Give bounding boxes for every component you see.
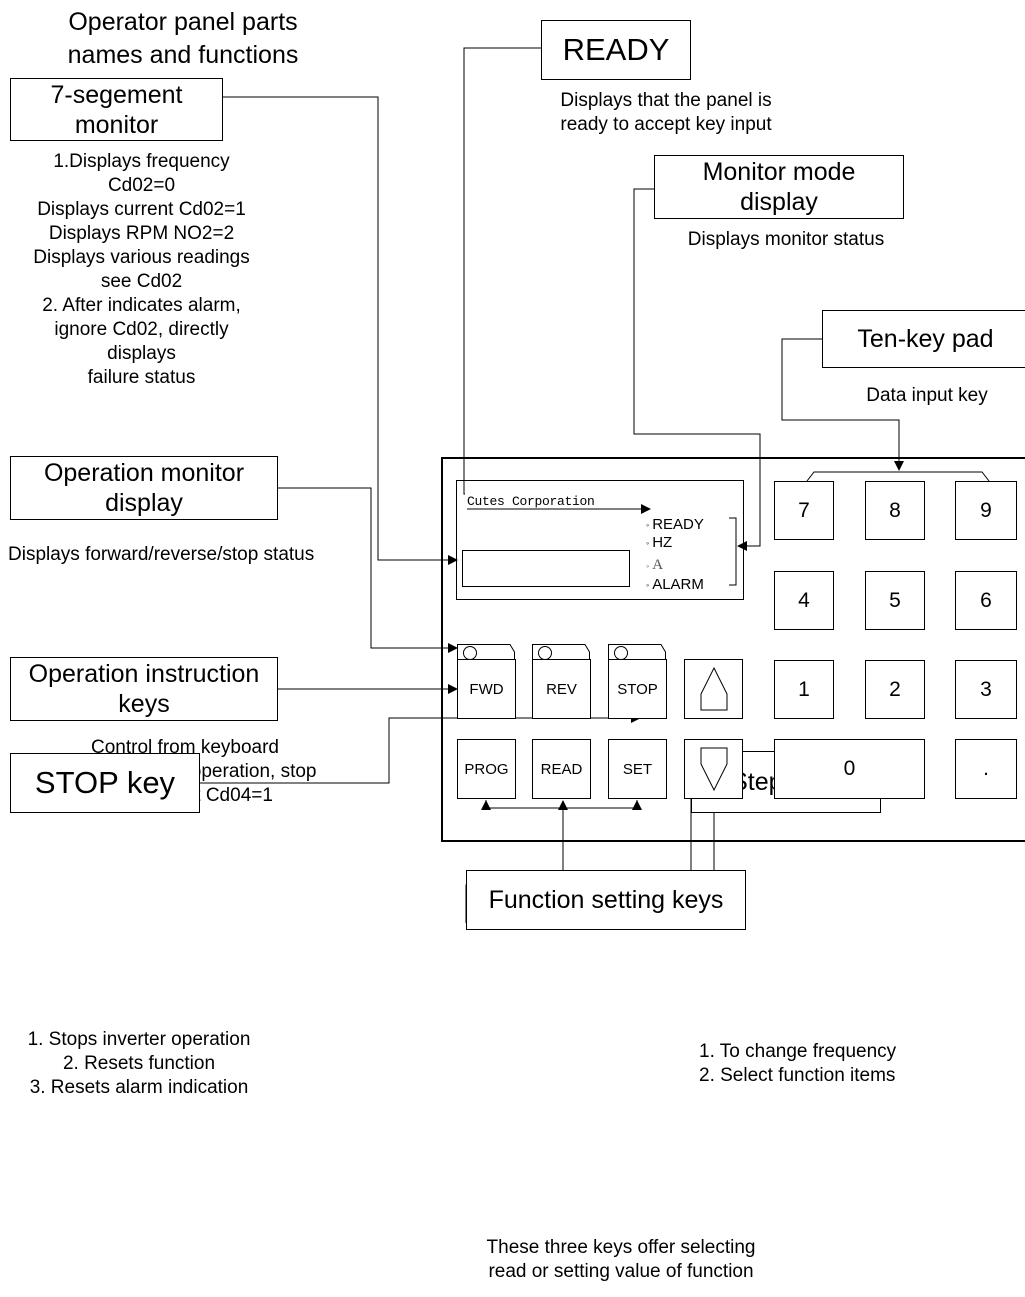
led-alarm: ◦ALARM xyxy=(646,576,704,594)
seven-segment-callout-label: 7-segement monitor xyxy=(50,80,183,139)
led-dot-icon: ◦ xyxy=(646,538,650,549)
function-setting-description: These three keys offer selecting read or… xyxy=(486,1237,756,1282)
read-key-label: READ xyxy=(540,760,583,778)
operation-monitor-callout-label: Operation monitor display xyxy=(43,459,245,517)
fwd-key-label: FWD xyxy=(457,659,516,719)
rev-key[interactable]: REV xyxy=(532,644,591,719)
stop-key-callout-label: STOP key xyxy=(34,765,176,800)
ten-key-description: Data input key xyxy=(866,385,988,406)
ready-callout-label: READY xyxy=(562,32,670,67)
stop-key-callout-box: STOP key xyxy=(10,753,200,813)
key-9-label: 9 xyxy=(980,498,992,522)
led-ready-label: READY xyxy=(652,516,704,533)
operation-instruction-callout-label: Operation instruction keys xyxy=(28,660,260,718)
prog-key[interactable]: PROG xyxy=(457,739,516,799)
operation-monitor-leader xyxy=(277,487,458,653)
prog-key-label: PROG xyxy=(464,760,509,778)
ready-description: Displays that the panel is ready to acce… xyxy=(560,90,772,135)
ten-key-callout-box: Ten-key pad xyxy=(822,310,1025,368)
step-keys-description: 1. To change frequency 2. Select functio… xyxy=(699,1041,897,1086)
key-3-label: 3 xyxy=(980,677,992,701)
key-8[interactable]: 8 xyxy=(865,481,925,540)
fwd-key[interactable]: FWD xyxy=(457,644,516,719)
read-key[interactable]: READ xyxy=(532,739,591,799)
stop-key-label: STOP xyxy=(608,659,667,719)
down-arrow-icon xyxy=(700,747,727,792)
monitor-mode-callout-label: Monitor mode display xyxy=(702,158,856,216)
step-down-key[interactable] xyxy=(684,739,743,799)
ten-key-callout-label: Ten-key pad xyxy=(857,325,994,353)
operation-monitor-callout-box: Operation monitor display xyxy=(10,456,278,520)
key-5[interactable]: 5 xyxy=(865,571,925,630)
stop-key[interactable]: STOP xyxy=(608,644,667,719)
led-dot-icon: ◦ xyxy=(646,580,650,591)
set-key[interactable]: SET xyxy=(608,739,667,799)
monitor-mode-description: Displays monitor status xyxy=(687,229,885,250)
seven-segment-description: 1.Displays frequency Cd02=0 Displays cur… xyxy=(33,151,250,388)
led-alarm-label: ALARM xyxy=(652,576,704,593)
step-up-key[interactable] xyxy=(684,659,743,719)
set-key-label: SET xyxy=(622,760,653,778)
operation-instruction-callout-box: Operation instruction keys xyxy=(10,657,278,721)
led-ready: ◦READY xyxy=(646,516,704,534)
key-7-label: 7 xyxy=(798,498,810,522)
up-arrow-icon xyxy=(700,666,727,711)
key-1-label: 1 xyxy=(798,677,810,701)
operation-monitor-description: Displays forward/reverse/stop status xyxy=(8,544,315,565)
led-hz-label: HZ xyxy=(652,534,673,551)
key-2[interactable]: 2 xyxy=(865,660,925,719)
key-2-label: 2 xyxy=(889,677,901,701)
rev-key-label: REV xyxy=(532,659,591,719)
key-6-label: 6 xyxy=(980,588,992,612)
key-0[interactable]: 0 xyxy=(774,739,925,799)
key-4[interactable]: 4 xyxy=(774,571,834,630)
key-8-label: 8 xyxy=(889,498,901,522)
page-title: Operator panel parts names and functions xyxy=(67,8,299,69)
key-dot[interactable]: . xyxy=(955,739,1017,799)
key-5-label: 5 xyxy=(889,588,901,612)
function-setting-callout-label: Function setting keys xyxy=(488,886,724,914)
seven-segment-monitor xyxy=(462,550,630,587)
monitor-mode-callout-box: Monitor mode display xyxy=(654,155,904,219)
company-name: Cutes Corporation xyxy=(467,494,595,509)
key-4-label: 4 xyxy=(798,588,810,612)
key-dot-label: . xyxy=(983,757,989,780)
led-dot-icon: ◦ xyxy=(646,560,650,571)
led-a-label: A xyxy=(652,557,664,573)
operation-monitor-display xyxy=(456,480,744,600)
key-7[interactable]: 7 xyxy=(774,481,834,540)
function-setting-callout-box: Function setting keys xyxy=(466,870,746,930)
key-0-label: 0 xyxy=(843,757,856,780)
key-9[interactable]: 9 xyxy=(955,481,1017,540)
ready-callout-box: READY xyxy=(541,20,691,80)
operator-panel xyxy=(441,457,1025,842)
key-1[interactable]: 1 xyxy=(774,660,834,719)
led-dot-icon: ◦ xyxy=(646,520,650,531)
seven-segment-callout-box: 7-segement monitor xyxy=(10,78,223,141)
led-hz: ◦HZ xyxy=(646,534,672,552)
key-6[interactable]: 6 xyxy=(955,571,1017,630)
stop-key-description: 1. Stops inverter operation 2. Resets fu… xyxy=(27,1029,251,1098)
led-a: ◦A xyxy=(646,556,663,575)
key-3[interactable]: 3 xyxy=(955,660,1017,719)
